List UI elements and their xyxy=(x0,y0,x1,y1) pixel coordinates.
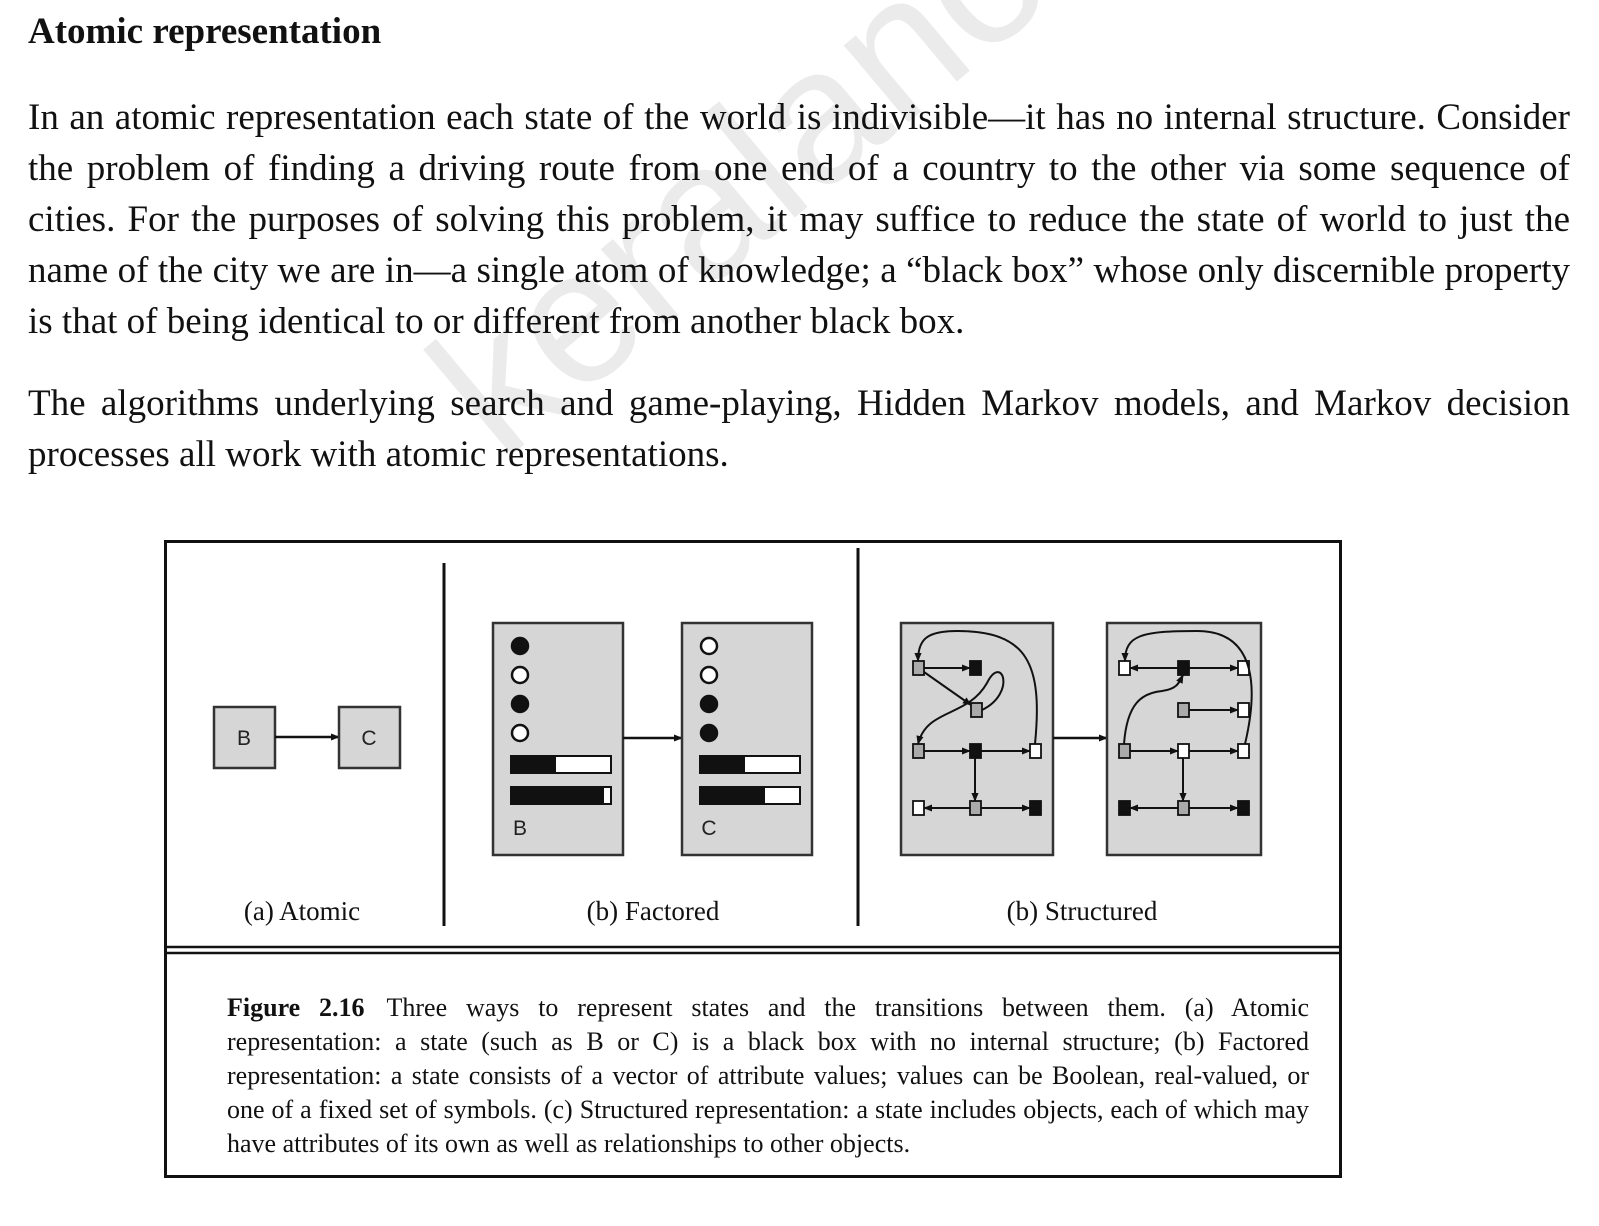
factored-state-c-attributes xyxy=(699,636,801,805)
atomic-state-b-label: B xyxy=(237,727,251,750)
factored-state-b-attributes xyxy=(510,636,612,805)
object-node xyxy=(1237,800,1250,816)
boolean-attribute xyxy=(699,723,719,743)
factored-state-c-label: C xyxy=(701,817,716,840)
real-attribute-fill xyxy=(700,756,745,773)
boolean-attribute xyxy=(699,665,719,685)
atomic-label: (a) Atomic xyxy=(244,896,360,926)
object-node xyxy=(912,743,925,759)
object-node xyxy=(1029,800,1042,816)
object-node xyxy=(1118,743,1131,759)
boolean-attribute xyxy=(510,723,530,743)
object-node xyxy=(969,743,982,759)
factored-state-b-label: B xyxy=(513,817,527,840)
object-node xyxy=(969,800,982,816)
relation-arrow xyxy=(1121,629,1253,745)
atomic-state-b xyxy=(212,705,277,770)
factored-panel: B C (b) Factored xyxy=(491,621,814,926)
object-node xyxy=(1177,660,1190,676)
atomic-state-c-label: C xyxy=(361,727,376,750)
structured-state-2 xyxy=(1105,621,1263,857)
object-node xyxy=(912,800,925,816)
structured-state-1-objects xyxy=(912,629,1042,816)
real-attribute-fill xyxy=(700,787,765,804)
relation-arrow xyxy=(916,671,1005,745)
object-node xyxy=(1177,800,1190,816)
figure-number: Figure 2.16 xyxy=(227,993,365,1022)
real-attribute-fill xyxy=(511,756,556,773)
object-node xyxy=(970,702,983,718)
figure-diagram: B C (a) Atomic B C (b) Factored xyxy=(167,548,1339,955)
figure-caption-text: Three ways to represent states and the t… xyxy=(227,993,1309,1158)
paragraph-atomic-definition: In an atomic representation each state o… xyxy=(28,97,1570,342)
relation-arrow xyxy=(923,671,972,706)
factored-label: (b) Factored xyxy=(587,896,720,926)
structured-panel: (b) Structured xyxy=(899,621,1263,926)
structured-label: (b) Structured xyxy=(1007,896,1158,926)
structured-state-1 xyxy=(899,621,1055,857)
figure-2-16: B C (a) Atomic B C (b) Factored xyxy=(164,540,1342,1178)
real-attribute-fill xyxy=(511,787,604,804)
object-node xyxy=(1237,743,1250,759)
boolean-attribute xyxy=(510,694,530,714)
object-node xyxy=(912,660,925,676)
object-node xyxy=(1118,660,1131,676)
boolean-attribute xyxy=(699,694,719,714)
section-heading: Atomic representation xyxy=(28,11,382,52)
atomic-state-c xyxy=(337,705,402,770)
object-node xyxy=(1177,743,1190,759)
relation-arrow xyxy=(1123,674,1184,745)
object-node xyxy=(1177,702,1190,718)
paragraph-algorithms: The algorithms underlying search and gam… xyxy=(28,383,1570,475)
structured-state-2-objects xyxy=(1118,629,1253,816)
boolean-attribute xyxy=(510,636,530,656)
object-node xyxy=(1237,702,1250,718)
object-node xyxy=(969,660,982,676)
object-node xyxy=(1118,800,1131,816)
object-node xyxy=(1029,743,1042,759)
boolean-attribute xyxy=(699,636,719,656)
boolean-attribute xyxy=(510,665,530,685)
relation-arrow xyxy=(914,629,1038,745)
atomic-panel: B C (a) Atomic xyxy=(212,705,402,926)
